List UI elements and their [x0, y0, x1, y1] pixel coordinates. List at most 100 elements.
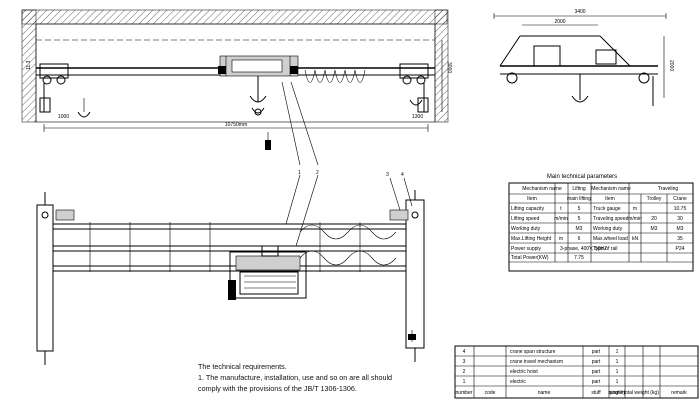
svg-text:6: 6: [578, 236, 581, 242]
svg-text:1: 1: [463, 379, 466, 385]
side-elevation-view: 3400 2000 2000: [493, 9, 674, 106]
head-traveling: Traveling: [658, 186, 679, 192]
svg-text:1: 1: [616, 369, 619, 375]
svg-text:Lifting capacity: Lifting capacity: [511, 206, 545, 212]
param-row: Max.Lifting Height m 6 Max.wheel load kN…: [511, 236, 683, 242]
svg-text:quantity: quantity: [608, 390, 626, 396]
svg-text:Max.wheel load: Max.wheel load: [593, 236, 628, 242]
svg-text:M3: M3: [576, 226, 583, 232]
svg-text:1: 1: [616, 359, 619, 365]
plan-view: [36, 174, 425, 365]
svg-text:single total weight (kg): single total weight (kg): [609, 390, 659, 396]
param-row: Power supply 3-phase, 400V, 50HZ Type of…: [511, 246, 685, 252]
svg-text:m: m: [559, 236, 563, 242]
param-row: Lifting capacity t 5 Truck gauge m 10.75: [511, 206, 686, 212]
svg-text:7.75: 7.75: [574, 255, 584, 261]
parameters-title: Main technical parameters: [547, 174, 617, 180]
svg-text:5: 5: [578, 216, 581, 222]
svg-text:30: 30: [677, 216, 683, 222]
height-dim-left: 11.3: [26, 60, 32, 70]
front-elevation-view: 10750mm 1000 1300 3000 11.3: [21, 9, 452, 166]
param-row: Lifting speed m/min 5 Traveling speed m/…: [511, 216, 683, 222]
head-main-lifting: main lifting: [567, 196, 591, 202]
svg-text:m/min: m/min: [628, 216, 642, 222]
svg-text:remark: remark: [671, 390, 687, 396]
part-label-2: 2: [316, 170, 319, 176]
height-dim-right: 3000: [446, 62, 452, 73]
end-carriage-right: [399, 63, 429, 113]
svg-text:m: m: [633, 206, 637, 212]
svg-text:crane travel mechanism: crane travel mechanism: [510, 359, 563, 365]
svg-text:M3: M3: [651, 226, 658, 232]
hoist-plan: [228, 245, 307, 300]
svg-text:m/min: m/min: [554, 216, 568, 222]
end-carriage-left: [39, 63, 69, 113]
notes-title: The technical requirements.: [198, 362, 287, 371]
svg-text:1: 1: [616, 349, 619, 355]
svg-text:Max.Lifting Height: Max.Lifting Height: [511, 236, 552, 242]
parts-row: 2 electric hoist part 1: [463, 369, 619, 375]
svg-text:20: 20: [651, 216, 657, 222]
head-item: Item: [527, 196, 537, 202]
head-mechanism-name: Mechanism name: [522, 186, 562, 192]
parts-list-table: 4 crane span structure part 1 3 crane tr…: [454, 345, 699, 399]
side-top-dimension: 3400: [574, 9, 585, 15]
svg-text:part: part: [592, 359, 601, 365]
part-label-1: 1: [298, 170, 301, 176]
svg-text:3-phase, 400V, 50HZ: 3-phase, 400V, 50HZ: [560, 246, 607, 252]
head-mechanism-name-2: Mechanism name: [591, 186, 631, 192]
svg-text:M3: M3: [677, 226, 684, 232]
svg-text:Truck gauge: Truck gauge: [593, 206, 621, 212]
svg-text:Traveling speed: Traveling speed: [593, 216, 629, 222]
svg-text:10.75: 10.75: [674, 206, 687, 212]
head-crane: Crane: [673, 196, 687, 202]
notes-line-1: 1. The manufacture, installation, use an…: [198, 373, 393, 382]
svg-text:part: part: [592, 369, 601, 375]
svg-text:Type of rail: Type of rail: [593, 246, 617, 252]
svg-text:P24: P24: [676, 246, 685, 252]
svg-text:Power supply: Power supply: [511, 246, 542, 252]
param-row: Working duty M3 Working duty M3 M3: [511, 226, 684, 232]
svg-text:35: 35: [677, 236, 683, 242]
parts-row: 3 crane travel mechanism part 1: [463, 359, 619, 365]
svg-text:electric: electric: [510, 379, 526, 385]
span-dimension: 10750mm: [225, 122, 247, 128]
svg-text:4: 4: [463, 349, 466, 355]
parts-header-row: number code name stuff quantity single t…: [456, 390, 688, 396]
svg-text:number: number: [456, 390, 473, 396]
param-row: Total Power(KW) 7.75: [511, 255, 584, 261]
side-width-dimension: 2000: [668, 60, 674, 71]
svg-text:name: name: [538, 390, 551, 396]
svg-text:part: part: [592, 379, 601, 385]
parts-row: 1 electric part 1: [463, 379, 619, 385]
parts-row: 4 crane span structure part 1: [463, 349, 619, 355]
side-sub-dimension: 2000: [554, 19, 565, 25]
svg-text:electric hoist: electric hoist: [510, 369, 538, 375]
head-lifting: Lifting: [572, 186, 586, 192]
svg-text:crane span structure: crane span structure: [510, 349, 556, 355]
svg-text:Working duty: Working duty: [511, 226, 541, 232]
svg-text:stuff: stuff: [591, 390, 601, 396]
head-trolley: Trolley: [647, 196, 662, 202]
svg-text:1: 1: [616, 379, 619, 385]
svg-text:3: 3: [463, 359, 466, 365]
offset-right-dimension: 1300: [412, 114, 423, 120]
svg-text:code: code: [485, 390, 496, 396]
svg-text:Working duty: Working duty: [593, 226, 623, 232]
electric-hoist: [218, 55, 299, 116]
svg-text:2: 2: [463, 369, 466, 375]
svg-text:part: part: [592, 349, 601, 355]
svg-text:Total Power(KW): Total Power(KW): [511, 255, 549, 261]
svg-text:5: 5: [578, 206, 581, 212]
svg-text:t: t: [560, 206, 562, 212]
technical-requirements: The technical requirements. 1. The manuf…: [198, 361, 428, 394]
notes-line-2: comply with the provisions of the JB/T 1…: [198, 384, 357, 393]
part-label-3: 3: [386, 172, 389, 178]
part-label-4: 4: [401, 172, 404, 178]
svg-text:Lifting speed: Lifting speed: [511, 216, 540, 222]
head-item-2: Item: [605, 196, 615, 202]
svg-text:kN: kN: [632, 236, 639, 242]
technical-parameters-table: Main technical parameters Mechanism name…: [508, 174, 694, 272]
offset-left-dimension: 1000: [58, 114, 69, 120]
